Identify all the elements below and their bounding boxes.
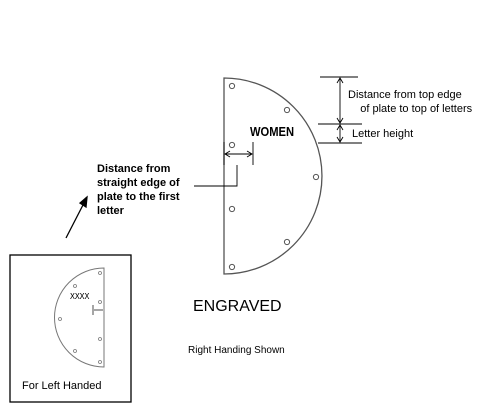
- plate-outline: [223, 77, 323, 275]
- mounting-hole: [283, 238, 291, 246]
- mounting-hole: [228, 263, 236, 271]
- vertical-dimension: [318, 76, 362, 144]
- leader-arrow: [65, 195, 88, 239]
- inset-placeholder-text: XXXX: [70, 292, 90, 301]
- diagram-subtitle: Right Handing Shown: [188, 345, 285, 356]
- inset-plate-outline: [54, 267, 105, 368]
- mounting-hole: [228, 205, 236, 213]
- inset-dimension: [92, 305, 103, 315]
- top-distance-label: Distance from top edge of plate to top o…: [348, 89, 473, 115]
- mounting-hole: [283, 106, 291, 114]
- letter-height-label: Letter height: [352, 128, 414, 140]
- mounting-hole: [312, 173, 320, 181]
- straight-edge-distance-label: Distance from straight edge of plate to …: [97, 163, 180, 217]
- mounting-hole: [228, 82, 236, 90]
- inset-mounting-holes: [58, 271, 102, 364]
- inset-caption: For Left Handed: [22, 380, 102, 392]
- mounting-holes: [228, 82, 320, 271]
- horizontal-dimension: [194, 142, 254, 187]
- plate-text: WOMEN: [250, 124, 295, 139]
- mounting-hole: [228, 141, 236, 149]
- diagram-title: ENGRAVED: [193, 298, 282, 315]
